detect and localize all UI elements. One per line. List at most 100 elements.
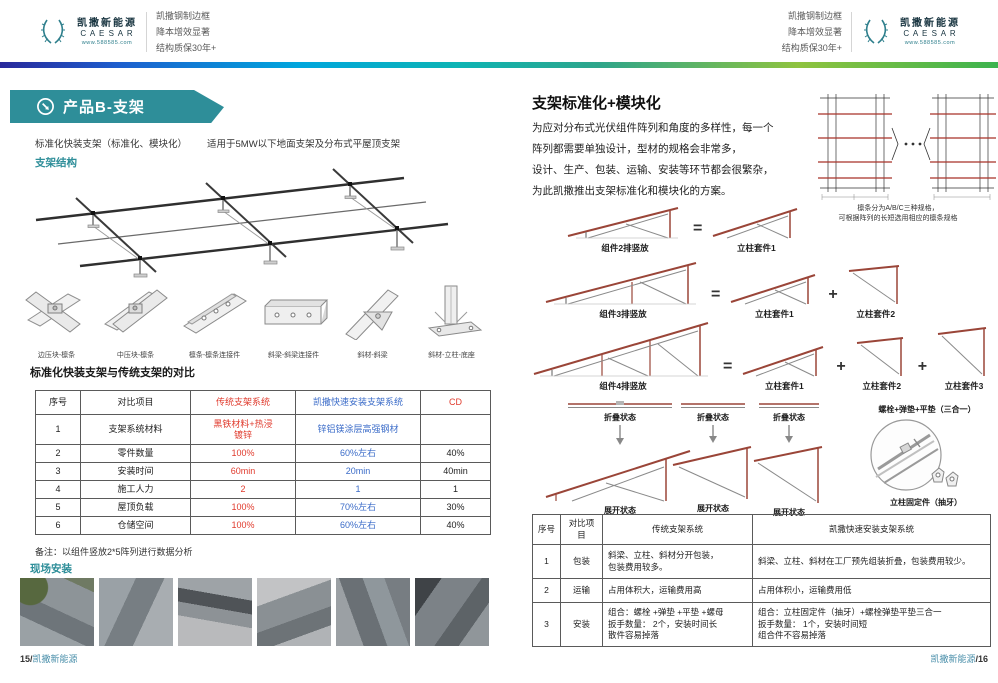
cell-kaisa: 1 (295, 480, 421, 499)
edge-clamp-purlin-image (25, 291, 82, 333)
brand-url: www.588585.com (81, 39, 133, 46)
cell-trad: 2 (190, 480, 296, 499)
post-kit1-image (743, 346, 824, 377)
cell-line: 斜梁、立柱、斜材分开包装， (608, 550, 719, 560)
cell-no: 1 (532, 544, 561, 579)
cell-cd: 30% (420, 498, 491, 517)
cell-line: 扳手数量： 1个，安装时间短 (758, 618, 868, 629)
install-photo (99, 578, 173, 646)
product-banner: 产品B-支架 (10, 90, 224, 123)
kit-diagram: 立柱套件2 (855, 334, 909, 392)
table-row: 2 运输 占用体积大，运输费用高 占用体积小，运输费用低 (532, 578, 991, 603)
col-header: 传统支架系统 (602, 514, 753, 545)
component-caption: 斜梁-斜梁连接件 (267, 352, 320, 359)
header-divider (146, 12, 147, 52)
paragraph-line: 为此凯撒推出支架标准化和模块化的方案。 (532, 185, 732, 197)
equation-row-4panel: 组件4排竖放 = 立柱套件1 + 立柱套件2 + (532, 318, 992, 392)
intro-paragraph: 为应对分布式光伏组件阵列和角度的多样性，每一个 阵列都需要单独设计，型材的规格会… (532, 118, 837, 202)
bolt-combo-label: 螺栓+弹垫+平垫（三合一） (878, 405, 976, 414)
kit-label: 立柱套件2 (856, 309, 896, 319)
page-title: 产品B-支架 (63, 99, 145, 116)
brand-latin: C A E S A R (80, 29, 134, 39)
install-photo (257, 578, 331, 646)
install-photo (178, 578, 252, 646)
cell-cd: 40% (420, 516, 491, 535)
kit-diagram: 立柱套件2 (847, 262, 905, 320)
tagline-line: 凯撒钢制边框 (156, 11, 211, 21)
component-caption: 边压块-檩条 (37, 352, 76, 359)
brand-name: 凯撒新能源 (900, 18, 960, 30)
post-fixing-label: 立柱固定件（抽牙） (890, 498, 962, 507)
component-thumbnails: 边压块-檩条 中压块-檩条 檩条-檩条连接件 (20, 284, 492, 360)
install-photo (20, 578, 94, 646)
rack-4row-image (533, 322, 709, 377)
cell-line: 包装费用较多。 (608, 561, 668, 572)
cell-item: 支架系统材料 (80, 414, 191, 445)
table-row: 6 仓储空间 100% 60%左右 40% (35, 516, 491, 535)
cell-kaisa: 斜梁、立柱、斜材在工厂预先组装折叠，包装费用较少。 (752, 544, 991, 579)
cell-kaisa: 组合：立柱固定件（抽牙）+螺栓弹垫平垫三合一 扳手数量： 1个，安装时间短 组合… (752, 602, 991, 647)
cell-item: 屋顶负载 (80, 498, 191, 517)
down-arrow-icon (785, 425, 793, 443)
post-kit3-image (937, 327, 987, 376)
cell-cd: 40% (420, 444, 491, 463)
plus-sign: + (917, 358, 928, 375)
cell-kaisa: 60%左右 (295, 516, 421, 535)
header-divider (851, 12, 852, 52)
folded-label: 折叠状态 (773, 413, 805, 422)
col-header: 对比项目 (560, 514, 603, 545)
table-row: 1 包装 斜梁、立柱、斜材分开包装， 包装费用较多。 斜梁、立柱、斜材在工厂预先… (532, 544, 991, 579)
cell-item: 仓储空间 (80, 516, 191, 535)
cell-kaisa: 占用体积小，运输费用低 (752, 578, 991, 603)
rafter-connector-image (264, 299, 329, 325)
cell-trad: 斜梁、立柱、斜材分开包装， 包装费用较多。 (602, 544, 753, 579)
tagline-line: 结构质保30年+ (781, 43, 842, 53)
paragraph-line: 设计、生产、包装、运输、安装等环节都会很繁杂， (532, 164, 774, 176)
brand-latin: C A E S A R (903, 29, 957, 39)
compass-arrow-icon (37, 98, 54, 115)
kit-label: 立柱套件1 (764, 381, 804, 391)
cell-line: 占用体积小，运输费用低 (758, 584, 852, 595)
tagline-block: 凯撒钢制边框 降本增效显著 结构质保30年+ (782, 8, 842, 56)
post-kit2-image (848, 265, 899, 304)
rack-3row-image (545, 262, 697, 305)
laurel-wreath-icon (864, 19, 888, 44)
kit-diagram: 立柱套件1 (729, 270, 819, 320)
plus-sign: + (828, 286, 838, 303)
cell-no: 1 (35, 414, 81, 445)
cell-item: 零件数量 (80, 444, 191, 463)
kit-label: 立柱套件3 (944, 381, 984, 391)
purlin-note-line: 可根据阵列的长短选用相应的檩条规格 (838, 215, 958, 222)
paragraph-line: 阵列都需要单独设计，型材的规格会非常多， (532, 143, 742, 155)
component-item: 中压块-檩条 (99, 284, 172, 360)
equals-sign: = (723, 358, 733, 375)
folded-bar-image (681, 403, 745, 408)
package-comparison-table: 序号 对比项目 传统支架系统 凯撒快速安装支架系统 1 包装 斜梁、立柱、斜材分… (532, 514, 991, 647)
compare-table-title: 标准化快装支架与传统支架的对比 (30, 367, 195, 379)
cell-kaisa: 20min (295, 462, 421, 481)
equation-row-3panel: 组件3排竖放 = 立柱套件1 + 立柱套件2 (544, 258, 905, 320)
component-caption: 斜材-立柱-底座 (428, 352, 475, 359)
cell-item: 施工人力 (80, 480, 191, 499)
fold-demo-small: 折叠状态 展开状态 (748, 400, 830, 520)
bolt-detail-image (870, 419, 942, 491)
down-arrow-icon (616, 425, 624, 445)
footer-left: 15/凯撒新能源 (20, 652, 78, 665)
cell-trad: 组合：螺栓 +弹垫 +平垫 +螺母 扳手数量： 2个，安装时间长 散件容易掉落 (602, 602, 753, 647)
kit-label: 立柱套件2 (862, 381, 902, 391)
section-heading-structure: 支架结构 (35, 157, 77, 169)
cell-no: 3 (532, 602, 561, 647)
cell-item: 安装时间 (80, 462, 191, 481)
component-caption: 斜材-斜梁 (357, 352, 388, 359)
component-caption: 中压块-檩条 (116, 352, 155, 359)
page-number: /16 (975, 654, 988, 664)
cell-line: 斜梁、立柱、斜材在工厂预先组装折叠，包装费用较少。 (758, 555, 971, 566)
down-arrow-icon (709, 425, 717, 443)
brand-block: 凯撒新能源 C A E S A R www.588585.com (77, 18, 137, 46)
tagline-line: 凯撒钢制边框 (787, 11, 842, 21)
cell-line: 黑铁材料+热浸 (213, 418, 273, 429)
cell-cd: 40min (420, 462, 491, 481)
footer-brand: 凯撒新能源 (32, 654, 78, 664)
install-photo (336, 578, 410, 646)
